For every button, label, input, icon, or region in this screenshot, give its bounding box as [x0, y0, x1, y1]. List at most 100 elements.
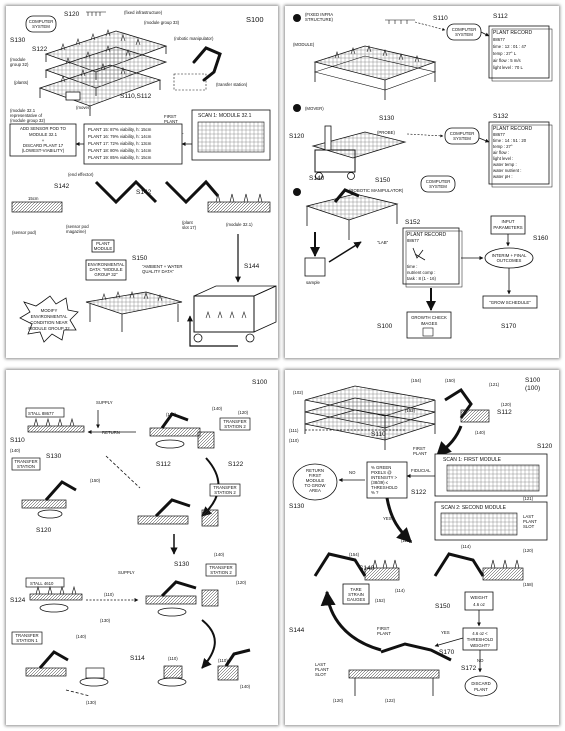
p3-left-arm	[21, 480, 77, 519]
panel-plant-record-flow: (FIXED INFRA STRUCTURE) S110 S112 COMPUT…	[285, 6, 559, 358]
p4-s100: S100	[525, 377, 541, 384]
p1-pod-mag-l1: (sensor pod	[66, 224, 89, 229]
p1-arm-zigzag-1	[94, 179, 158, 205]
p2-probe: (PROBE)	[377, 130, 395, 135]
p2-robotic: (ROBOTIC MANIPULATOR)	[349, 188, 404, 193]
p3-transfer-c-l2: STATION 1	[16, 638, 38, 643]
p3-p130: (130)	[100, 618, 111, 623]
p2-growth-l2: IMAGES	[421, 321, 438, 326]
p4-return-l4: TO GROW	[305, 483, 327, 488]
p2-rec2-temp: temp : 27°	[493, 144, 513, 149]
p4-green-l5: THRESHOLD	[371, 485, 398, 490]
p3-dashed-path-1	[105, 455, 141, 489]
p4-p152b: (152)	[375, 598, 386, 603]
p3-transfer-b-l2: STATION 2	[214, 490, 236, 495]
p1-env-l3: GROUP 32"	[94, 272, 118, 277]
p3-s112: S112	[156, 461, 171, 468]
panel-1-drawing: COMPUTER SYSTEM S120 S100 (fixed infrast…	[9, 10, 277, 347]
p4-green-l4: (38/39) ≤	[371, 480, 389, 485]
p2-s112: S112	[493, 13, 508, 20]
p2-mover-cart	[311, 125, 407, 180]
p3-s130: S130	[46, 453, 62, 460]
p4-weight-l2: 4.6 oz	[473, 602, 485, 607]
p2-record-3	[402, 227, 460, 285]
p4-s110: S110	[371, 431, 386, 438]
p2-rec1-temp: temp : 27° L	[493, 51, 517, 56]
p1-env-l1: ENVIRONMENTAL	[88, 262, 125, 267]
p1-plant-row-16: PLANT 16: 79% viability, h: 14cm	[88, 134, 152, 139]
p2-manipulator-table	[305, 188, 399, 240]
p3-s114: S114	[130, 655, 145, 662]
p4-last-slot-l3: SLOT	[523, 524, 535, 529]
p2-s140: S140	[309, 175, 325, 182]
p4-bottom-arm	[348, 642, 452, 696]
p4-scan2-image	[440, 512, 518, 536]
p4-p121: (121)	[489, 382, 500, 387]
p1-sensor-l1: ADD SENSOR POD TO	[20, 126, 67, 131]
p1-module-plants	[215, 193, 263, 203]
panel-weight-check-flow: S100 (100) (102) (154) (150) (121) (152)…	[285, 370, 559, 725]
p1-plant-module-l2: MODULE	[94, 246, 113, 251]
p1-ambient-l2: QUALITY DATA"	[142, 269, 174, 274]
p2-rec2-nutrient: water nutrient :	[493, 168, 521, 173]
p2-rec2-title: PLANT RECORD	[493, 126, 532, 132]
p2-antenna-icon	[385, 19, 415, 24]
p4-grow-racks	[304, 385, 436, 450]
p4-curved-arrow-1	[435, 425, 463, 458]
p1-modify-burst	[19, 295, 79, 343]
p4-return-l3: MODULE	[306, 478, 325, 483]
p1-grow-racks	[38, 29, 168, 116]
p4-p152: (152)	[405, 408, 416, 413]
p1-s150: S150	[132, 255, 148, 262]
p2-rec2-ph: water pH :	[493, 174, 513, 179]
p4-p120: (120)	[501, 402, 512, 407]
p2-sample: sample	[306, 280, 320, 285]
p2-mover: (MOVER)	[305, 106, 324, 111]
p3-transfer-b-l1: TRANSFER	[213, 485, 236, 490]
p2-rec2-id: 88677	[493, 132, 506, 137]
p3-transfer1-box	[11, 457, 41, 471]
p2-fixed-l1: (FIXED INFRA	[305, 12, 333, 17]
p1-module-tray	[207, 201, 271, 213]
p2-growth-l1: GROWTH CHECK	[411, 315, 447, 320]
p1-ref-s120: S120	[64, 11, 80, 18]
p1-sensor-l4: DISCARD PLANT 17	[23, 143, 64, 148]
p4-tare-l3: GAUGES	[347, 597, 366, 602]
p4-p154: (154)	[411, 378, 422, 383]
p4-s150: S150	[435, 603, 451, 610]
p4-p100: (100)	[525, 385, 540, 392]
p3-stall2-box	[25, 577, 65, 588]
p4-arrow-yes2	[434, 637, 464, 647]
p1-arm-zigzag-2	[164, 179, 220, 205]
p1-first-plant-l2: PLANT	[164, 119, 178, 124]
p3-p140: (140)	[10, 448, 21, 453]
p3-s122: S122	[228, 461, 244, 468]
p1-modify-l1: MODIFY	[41, 308, 58, 313]
p2-rec3-id: 88677	[407, 238, 420, 243]
p3-p140e: (140)	[240, 684, 251, 689]
p2-computer3-l2: SYSTEM	[429, 184, 447, 189]
p4-p114: (114)	[461, 544, 471, 549]
p3-p120: (120)	[238, 410, 249, 415]
p2-outcomes-l2: OUTCOMES	[497, 258, 522, 263]
p3-mid-arm	[137, 498, 219, 527]
p4-p120b: (120)	[523, 548, 534, 553]
p4-weigh-arm-2	[433, 552, 524, 581]
p4-tare-l2: STRAIN	[348, 592, 364, 597]
p2-signal-2	[406, 133, 444, 138]
p2-fixed-l2: STRUCTURE)	[305, 17, 333, 22]
p1-mover-cart	[65, 91, 81, 101]
p4-last-slot-l2: PLANT	[523, 519, 537, 524]
p4-return-l2: FIRST	[309, 473, 322, 478]
p4-s172: S172	[461, 665, 477, 672]
p3-transfer-b-box	[209, 483, 241, 497]
p2-image-icon	[422, 327, 434, 337]
p3-transfer-c-box	[11, 631, 43, 645]
p4-arm-top	[444, 387, 490, 423]
p4-s112: S112	[497, 409, 512, 416]
p1-sensor-pod-box	[9, 123, 77, 157]
p4-s122: S122	[411, 489, 427, 496]
p1-arrow-return	[187, 315, 238, 347]
p2-s150: S150	[375, 177, 391, 184]
p2-s170: S170	[501, 323, 517, 330]
